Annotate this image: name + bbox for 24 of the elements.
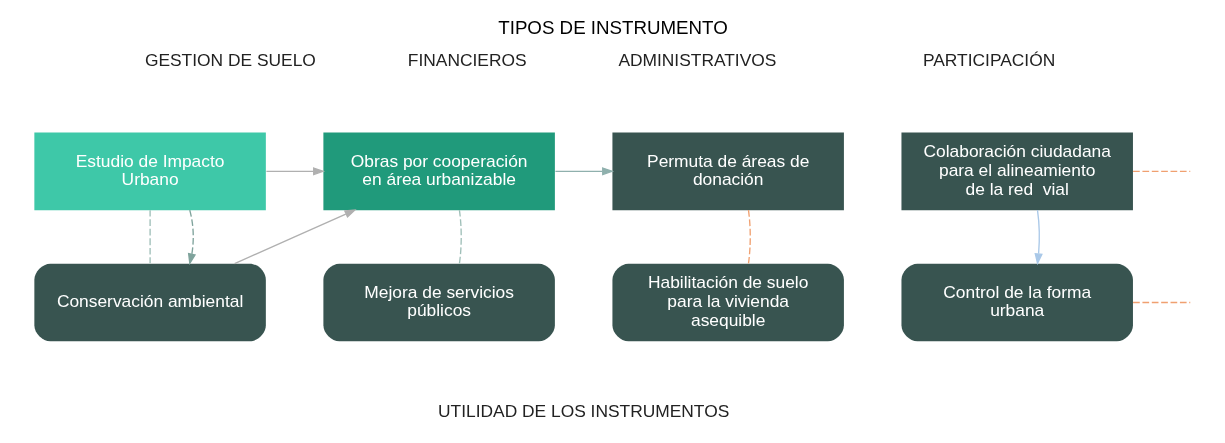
node-box: Estudio de Impacto Urbano [33, 132, 266, 211]
label: FINANCIEROS [407, 50, 527, 71]
label: GESTION DE SUELO [144, 50, 316, 71]
arrow [187, 209, 196, 266]
connector [458, 209, 462, 264]
node-box: Colaboración ciudadana para el alineamiento de la red vial [900, 132, 1133, 211]
connector [148, 209, 151, 264]
label: UTILIDAD DE LOS INSTRUMENTOS [437, 400, 729, 421]
node-box: Obras por cooperación en área urbanizable [322, 132, 555, 211]
connector [1131, 170, 1191, 172]
node-box: Habilitación de suelo para la vivienda asequible [611, 263, 844, 342]
connector [1131, 301, 1191, 304]
label: ADMINISTRATIVOS [617, 50, 776, 71]
arrow [554, 167, 614, 176]
node-box: Mejora de servicios públicos [322, 263, 555, 342]
node-box: Permuta de áreas de donación [611, 132, 844, 211]
arrow [265, 167, 325, 176]
node-box: Control de la forma urbana [900, 263, 1133, 342]
label: PARTICIPACIÓN [922, 50, 1055, 71]
connector [747, 209, 751, 264]
node-box: Conservación ambiental [33, 263, 266, 342]
arrow [233, 209, 357, 265]
diagram-title: TIPOS DE INSTRUMENTO [497, 16, 728, 38]
arrow [1033, 209, 1043, 266]
